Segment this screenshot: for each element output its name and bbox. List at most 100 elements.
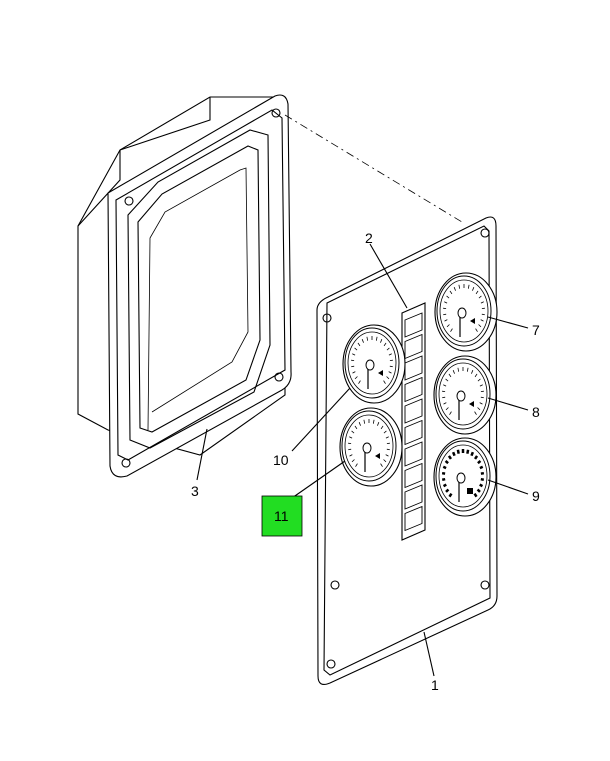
gauge-tick	[385, 454, 389, 457]
gauge-tick	[452, 370, 455, 374]
gauge-tick	[447, 455, 452, 460]
gauge-tick	[470, 451, 475, 457]
gauge-symbol-icon	[470, 318, 475, 324]
gauge-tick	[472, 287, 475, 291]
gauge-tick	[442, 396, 446, 399]
gauge-tick	[351, 430, 355, 434]
gauge-tick	[446, 324, 450, 328]
gauge-tick	[361, 339, 364, 343]
gauge-tick	[481, 313, 485, 316]
gauge-tick	[449, 411, 452, 415]
gauge-part-8	[433, 355, 497, 435]
gauge-symbol-icon	[469, 401, 474, 407]
gauge-tick	[477, 407, 481, 411]
gauge-hub	[456, 390, 466, 402]
gauge-tick	[363, 419, 366, 424]
gauge-tick	[458, 284, 461, 289]
gauge-tick	[389, 365, 393, 368]
gauge-tick	[474, 455, 479, 460]
gauge-tick	[372, 419, 375, 424]
indicator-lamp-cell	[404, 441, 423, 467]
gauge-tick	[442, 465, 447, 470]
gauge-tick	[478, 324, 482, 328]
indicator-lamp-cell	[404, 376, 423, 403]
gauge-hub	[365, 359, 375, 371]
gauge-tick	[385, 436, 389, 439]
callout-3: 3	[191, 483, 199, 499]
gauge-tick	[479, 402, 483, 405]
indicator-lamp-cell	[404, 484, 423, 510]
gauge-tick	[375, 336, 378, 341]
gauge-hub	[457, 307, 467, 319]
housing-part-3	[77, 94, 292, 478]
gauge-tick	[388, 371, 392, 374]
gauge-part-11	[339, 407, 403, 487]
gauge-tick	[380, 463, 383, 467]
gauge-tick	[445, 378, 449, 382]
gauge-tick	[441, 477, 446, 481]
gauge-tick	[450, 328, 453, 332]
gauge-tick	[351, 459, 355, 463]
gauge-tick	[474, 411, 477, 415]
gauge-tick	[480, 319, 484, 322]
callout-11-highlight	[261, 495, 303, 537]
gauge-tick	[467, 284, 470, 289]
gauge-tick	[479, 483, 484, 488]
gauge-tick	[377, 422, 380, 426]
callout-1: 1	[431, 677, 439, 693]
gauge-tick	[477, 459, 482, 465]
gauge-tick	[479, 465, 484, 470]
gauge-tick	[348, 448, 352, 451]
gauge-tick	[466, 449, 470, 454]
gauge-tick	[466, 367, 469, 372]
gauge-tick	[358, 380, 361, 384]
gauge-tick	[444, 301, 448, 304]
gauge-tick	[445, 488, 450, 493]
gauge-tick	[349, 436, 353, 439]
gauge-tick	[380, 425, 384, 430]
callout-11: 11	[274, 508, 289, 524]
gauge-tick	[449, 290, 453, 295]
gauge-tick	[474, 373, 478, 378]
indicator-lamp-cell	[404, 333, 423, 360]
indicator-lamp-cell	[404, 505, 423, 532]
gauge-tick	[443, 384, 447, 387]
gauge-symbol-icon	[467, 488, 473, 494]
gauge-tick	[383, 342, 387, 347]
callout-2: 2	[365, 230, 373, 246]
gauge-tick	[355, 463, 358, 467]
indicator-lamp-cell	[404, 355, 423, 381]
gauge-tick	[445, 407, 449, 411]
gauge-tick	[444, 319, 448, 322]
indicator-lamp-cell	[404, 312, 423, 338]
gauge-tick	[351, 365, 355, 368]
gauge-tick	[386, 376, 390, 380]
gauge-tick	[477, 378, 481, 382]
gauge-symbol-icon	[378, 370, 383, 376]
gauge-tick	[451, 451, 456, 457]
gauge-tick	[354, 425, 358, 430]
callout-9: 9	[532, 488, 540, 504]
gauge-tick	[383, 380, 386, 384]
gauge-tick	[442, 483, 447, 488]
leader-lines	[196, 243, 529, 677]
gauge-tick	[380, 339, 383, 343]
gauge-tick	[475, 328, 478, 332]
indicator-lamp-cell	[404, 398, 423, 424]
gauge-tick	[475, 290, 479, 295]
gauge-part-10	[342, 324, 406, 404]
gauge-tick	[383, 430, 387, 434]
gauge-hub	[456, 472, 466, 484]
gauge-tick	[456, 449, 460, 454]
gauge-tick	[448, 492, 453, 498]
indicator-lamp-cell	[404, 462, 423, 489]
gauge-tick	[480, 301, 484, 304]
gauge-tick	[471, 370, 474, 374]
gauge-tick	[480, 396, 484, 399]
callout-10: 10	[273, 452, 289, 468]
gauge-tick	[386, 448, 390, 451]
gauge-tick	[386, 347, 390, 351]
gauge-tick	[349, 454, 353, 457]
gauge-symbol-icon	[375, 453, 380, 459]
